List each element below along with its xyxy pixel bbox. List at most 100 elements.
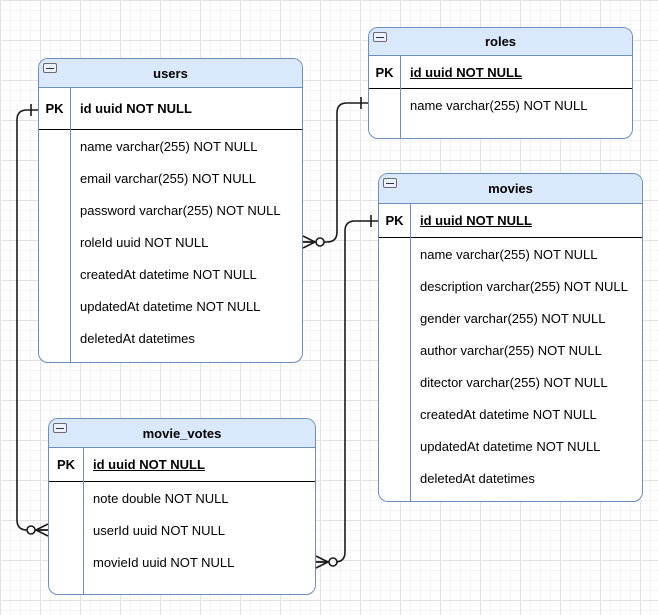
field-label: ditector varchar(255) NOT NULL (420, 374, 608, 390)
field-label: description varchar(255) NOT NULL (420, 278, 628, 294)
pk-column-spacer (49, 482, 83, 514)
field-row[interactable]: ditector varchar(255) NOT NULL (379, 366, 642, 398)
pk-badge: PK (45, 101, 64, 116)
minus-icon (56, 427, 64, 429)
pk-badge: PK (375, 64, 394, 80)
connector-users-roleId-to-roles[interactable] (302, 97, 368, 249)
field-label: movieId uuid NOT NULL (93, 554, 235, 570)
pk-field-label: id uuid NOT NULL (93, 457, 205, 472)
table-title: users (153, 65, 188, 81)
field-label: deletedAt datetimes (420, 470, 535, 486)
collapse-icon[interactable] (383, 178, 397, 188)
crowfoot-many-marker (35, 529, 49, 537)
minus-icon (46, 67, 54, 69)
field-row[interactable]: name varchar(255) NOT NULL (39, 130, 302, 162)
collapse-icon[interactable] (53, 423, 67, 433)
pk-column-spacer (49, 514, 83, 546)
field-row[interactable]: deletedAt datetimes (39, 322, 302, 354)
field-row[interactable]: userId uuid NOT NULL (49, 514, 315, 546)
field-label: userId uuid NOT NULL (93, 522, 225, 538)
pk-column-spacer (49, 546, 83, 578)
collapse-icon[interactable] (43, 63, 57, 73)
field-row[interactable]: password varchar(255) NOT NULL (39, 194, 302, 226)
field-row[interactable]: name varchar(255) NOT NULL (369, 89, 632, 121)
field-label: note double NOT NULL (93, 490, 229, 506)
collapse-icon[interactable] (373, 32, 387, 42)
pk-column-spacer (379, 334, 410, 366)
table-header: users (39, 59, 302, 88)
field-label: createdAt datetime NOT NULL (420, 406, 597, 422)
field-label: password varchar(255) NOT NULL (80, 202, 281, 218)
minus-icon (386, 182, 394, 184)
field-label: updatedAt datetime NOT NULL (420, 438, 601, 454)
field-label: name varchar(255) NOT NULL (410, 97, 588, 113)
field-label: author varchar(255) NOT NULL (420, 342, 602, 358)
crowfoot-many-marker (35, 523, 49, 531)
crowfoot-many-marker (302, 235, 316, 243)
field-label: updatedAt datetime NOT NULL (80, 298, 261, 314)
pk-row[interactable]: PK id uuid NOT NULL (49, 448, 315, 482)
pk-column-spacer (379, 462, 410, 494)
field-label: name varchar(255) NOT NULL (420, 246, 598, 262)
pk-column-spacer (39, 322, 70, 354)
pk-field-label: id uuid NOT NULL (80, 101, 192, 116)
pk-badge: PK (385, 213, 404, 228)
field-row[interactable]: author varchar(255) NOT NULL (379, 334, 642, 366)
field-row[interactable]: name varchar(255) NOT NULL (379, 238, 642, 270)
pk-field-label: id uuid NOT NULL (420, 213, 532, 228)
crowfoot-many-marker (315, 561, 329, 569)
field-row[interactable]: note double NOT NULL (49, 482, 315, 514)
crowfoot-many-marker (315, 555, 329, 563)
table-title: movies (488, 181, 533, 196)
pk-column-spacer (39, 258, 70, 290)
field-row[interactable]: createdAt datetime NOT NULL (379, 398, 642, 430)
pk-column-divider (70, 88, 71, 362)
connector-line[interactable] (16, 109, 48, 531)
field-row[interactable]: email varchar(255) NOT NULL (39, 162, 302, 194)
field-row[interactable]: createdAt datetime NOT NULL (39, 258, 302, 290)
table-header: movies (379, 174, 642, 204)
table-title: roles (484, 34, 517, 49)
pk-row[interactable]: PK id uuid NOT NULL (379, 204, 642, 238)
pk-column-spacer (379, 270, 410, 302)
pk-row[interactable]: PK id uuid NOT NULL (39, 88, 302, 130)
connector-movie_votes-movieId-to-movies[interactable] (315, 215, 378, 569)
pk-column-spacer (39, 130, 70, 162)
field-label: gender varchar(255) NOT NULL (420, 310, 606, 326)
pk-column-spacer (369, 89, 400, 121)
crowfoot-many-marker (302, 241, 316, 249)
minus-icon (376, 36, 384, 38)
field-row[interactable]: movieId uuid NOT NULL (49, 546, 315, 578)
pk-column-spacer (39, 162, 70, 194)
field-row[interactable]: updatedAt datetime NOT NULL (379, 430, 642, 462)
field-label: name varchar(255) NOT NULL (80, 138, 258, 154)
field-row[interactable]: description varchar(255) NOT NULL (379, 270, 642, 302)
connector-line[interactable] (316, 220, 378, 563)
pk-column-divider (400, 56, 401, 138)
field-row[interactable]: gender varchar(255) NOT NULL (379, 302, 642, 334)
connector-line[interactable] (303, 102, 368, 243)
pk-row[interactable]: PK id uuid NOT NULL (369, 56, 632, 89)
field-label: roleId uuid NOT NULL (80, 234, 209, 250)
field-label: email varchar(255) NOT NULL (80, 170, 257, 186)
pk-column-divider (83, 448, 84, 594)
pk-column-spacer (39, 194, 70, 226)
pk-column-spacer (379, 238, 410, 270)
pk-badge: PK (56, 457, 76, 472)
pk-field-label: id uuid NOT NULL (410, 64, 522, 80)
pk-column-divider (410, 204, 411, 501)
field-label: deletedAt datetimes (80, 330, 195, 346)
field-row[interactable]: deletedAt datetimes (379, 462, 642, 494)
field-label: createdAt datetime NOT NULL (80, 266, 257, 282)
pk-column-spacer (379, 398, 410, 430)
pk-column-spacer (379, 430, 410, 462)
field-row[interactable]: roleId uuid NOT NULL (39, 226, 302, 258)
field-row[interactable]: updatedAt datetime NOT NULL (39, 290, 302, 322)
pk-column-spacer (39, 226, 70, 258)
table-header: movie_votes (49, 419, 315, 448)
